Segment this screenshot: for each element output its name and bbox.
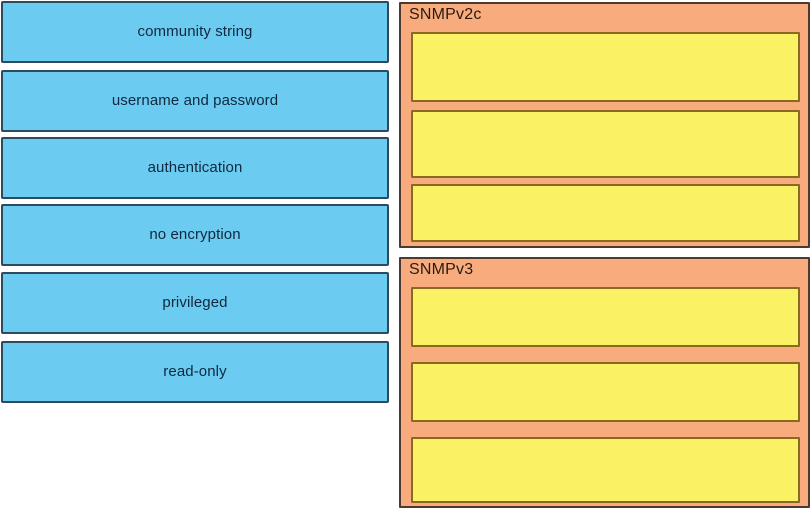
source-tile-privileged[interactable]: privileged: [1, 272, 389, 334]
drop-slot-snmpv3-3[interactable]: [411, 437, 800, 503]
source-tile-label: no encryption: [149, 225, 241, 243]
source-tile-no-encryption[interactable]: no encryption: [1, 204, 389, 266]
group-panel-snmpv2c[interactable]: SNMPv2c: [399, 2, 810, 248]
source-tile-label: community string: [137, 22, 253, 40]
drop-slot-snmpv2c-2[interactable]: [411, 110, 800, 178]
source-tile-label: privileged: [162, 293, 228, 311]
group-panel-title: SNMPv2c: [409, 6, 482, 23]
drop-slot-snmpv3-1[interactable]: [411, 287, 800, 347]
group-panel-title: SNMPv3: [409, 261, 474, 278]
source-tile-authentication[interactable]: authentication: [1, 137, 389, 199]
source-tile-label: username and password: [111, 91, 279, 109]
source-tile-community-string[interactable]: community string: [1, 1, 389, 63]
drop-slot-snmpv2c-3[interactable]: [411, 184, 800, 242]
source-tile-column: community string username and password a…: [1, 1, 391, 403]
drop-slot-snmpv2c-1[interactable]: [411, 32, 800, 102]
group-panel-snmpv3[interactable]: SNMPv3: [399, 257, 810, 508]
source-tile-username-and-password[interactable]: username and password: [1, 70, 389, 132]
source-tile-label: authentication: [147, 158, 243, 176]
source-tile-read-only[interactable]: read-only: [1, 341, 389, 403]
source-tile-label: read-only: [163, 362, 227, 380]
drop-slot-snmpv3-2[interactable]: [411, 362, 800, 422]
